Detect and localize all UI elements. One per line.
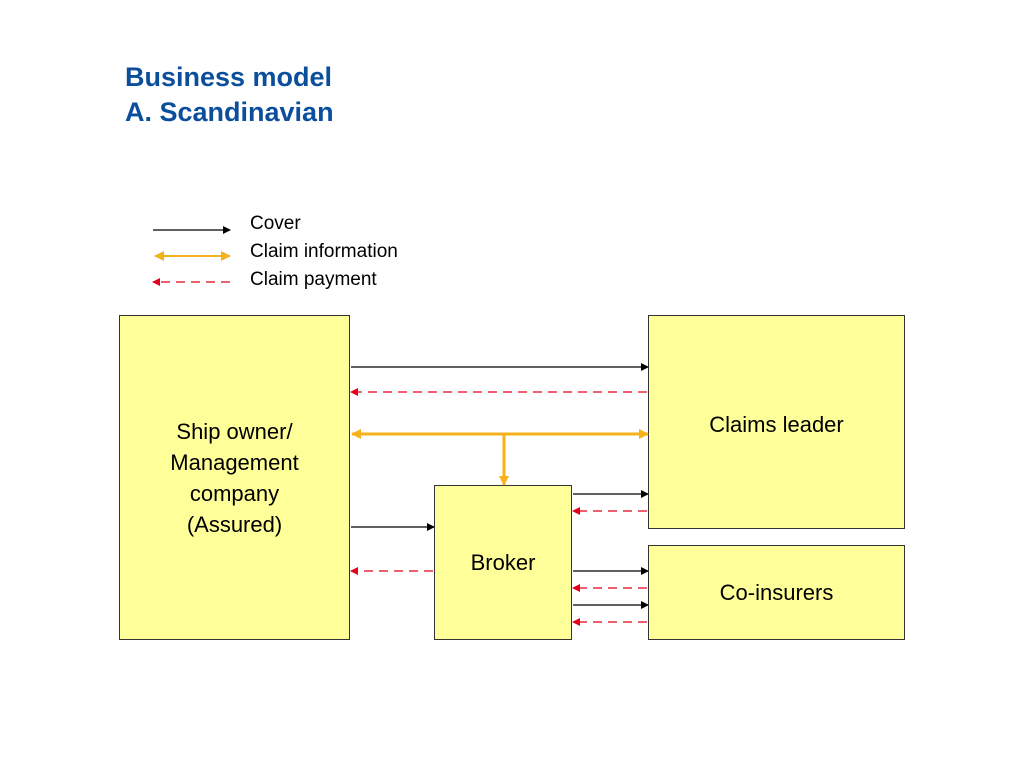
ship-owner-line-4: (Assured): [186, 511, 283, 537]
claims-leader-box: Claims leader: [648, 315, 905, 529]
legend-label-claim-payment: Claim payment: [250, 269, 377, 290]
co-insurers-box: Co-insurers: [648, 545, 905, 640]
ship-owner-line-3: company: [189, 480, 280, 506]
title-line-1: Business model: [125, 62, 333, 92]
page-title: Business model A. Scandinavian: [125, 60, 334, 130]
ship-owner-line-2: Management: [170, 449, 299, 475]
co-insurers-label: Co-insurers: [719, 580, 834, 605]
legend-label-claim-information: Claim information: [250, 241, 398, 262]
legend-label-cover: Cover: [250, 213, 301, 234]
claims-leader-label: Claims leader: [709, 412, 844, 437]
broker-label: Broker: [470, 550, 536, 575]
ship-owner-box: Ship owner/ Management company (Assured): [119, 315, 350, 640]
ship-owner-line-1: Ship owner/: [176, 418, 293, 444]
title-line-2: A. Scandinavian: [125, 97, 334, 127]
